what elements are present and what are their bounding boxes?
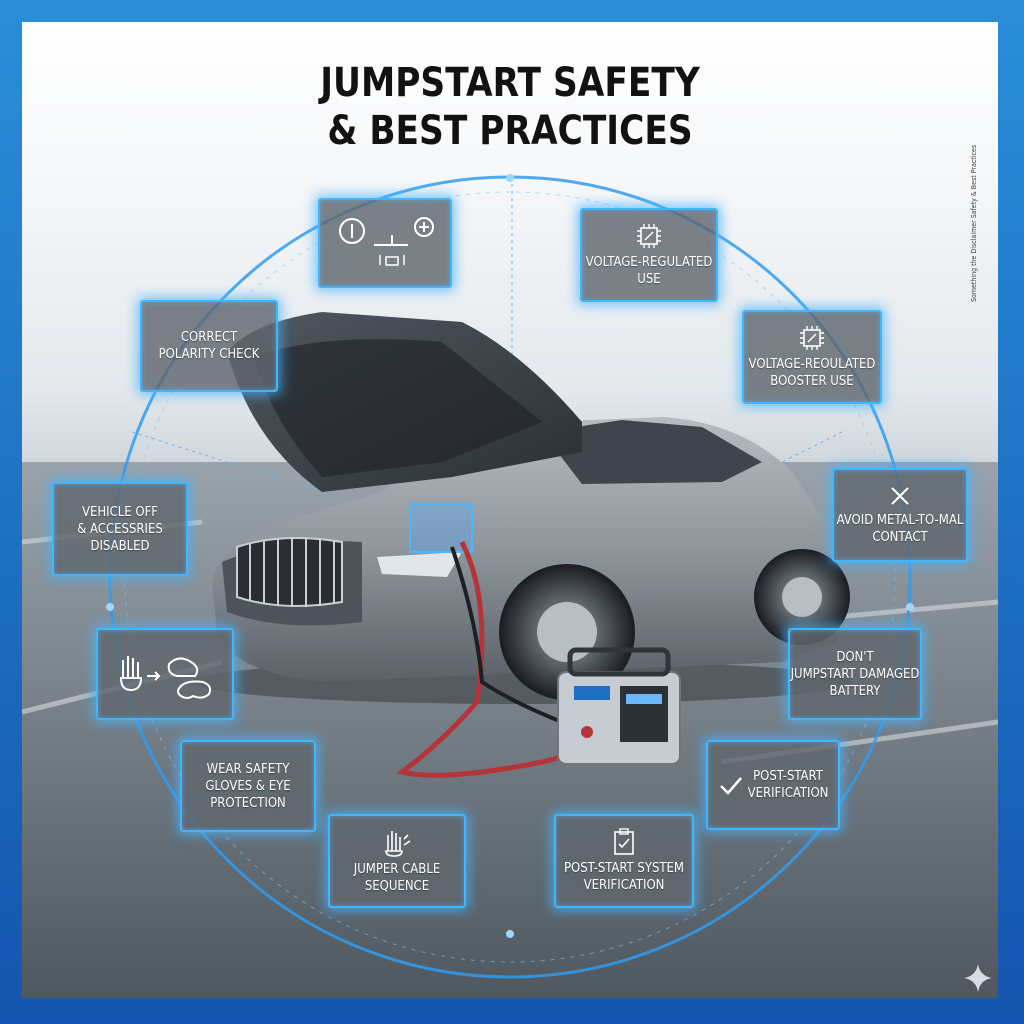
gloves-icon xyxy=(385,831,411,857)
card-wear-safety-gloves: Wear Safety Gloves & Eye Protection xyxy=(180,740,316,832)
card-jumper-cable-sequence: Jumper Cable Sequence xyxy=(328,814,466,908)
card-label: Post-Start Verification xyxy=(747,769,829,801)
title-line-1: JUMPSTART SAFETY xyxy=(320,60,700,106)
jump-starter-device xyxy=(557,647,681,765)
battery-highlight xyxy=(409,503,473,553)
card-post-start-system-verification: Post-Start System Verification xyxy=(554,814,694,908)
card-voltage-regulated-use: Voltage-Regulated Use xyxy=(580,208,718,302)
card-label: Voltage-Reoulated Booster Use xyxy=(748,357,876,389)
headlight xyxy=(377,552,462,577)
chip-icon xyxy=(800,326,824,350)
cross-icon xyxy=(891,487,909,505)
card-post-start-verification: Post-Start Verification xyxy=(706,740,840,830)
title-line-2: & BEST PRACTICES xyxy=(327,108,693,154)
car xyxy=(192,312,852,778)
card-label: Jumper Cable Sequence xyxy=(353,862,441,894)
sparkle-icon xyxy=(964,964,992,992)
jumper-cable xyxy=(396,540,604,778)
card-label: Correct Polarity Check xyxy=(158,330,260,362)
card-voltage-regulated-booster: Voltage-Reoulated Booster Use xyxy=(742,310,882,404)
polarity-terminals-icon xyxy=(339,217,434,266)
card-label: Post-Start System Verification xyxy=(563,861,685,893)
gloves-goggles-icon xyxy=(119,656,212,699)
card-label: Avoid Metal-to-Mal Contact xyxy=(836,513,964,545)
side-note: Something the Disclaimer Safety & Best P… xyxy=(970,144,978,302)
card-avoid-metal-contact: Avoid Metal-to-Mal Contact xyxy=(832,468,968,562)
card-label: Vehicle Off & Accessries Disabled xyxy=(77,504,163,554)
card-correct-polarity: Correct Polarity Check xyxy=(140,300,278,392)
checkmark-icon xyxy=(719,777,742,795)
card-label: Don't Jumpstart Damaged Battery xyxy=(790,649,920,699)
card-vehicle-off: Vehicle Off & Accessries Disabled xyxy=(52,482,188,576)
checklist-icon xyxy=(614,828,634,855)
card-damaged-battery: Don't Jumpstart Damaged Battery xyxy=(788,628,922,720)
card-label: Wear Safety Gloves & Eye Protection xyxy=(205,761,291,811)
infographic-panel: JUMPSTART SAFETY & BEST PRACTICES Someth… xyxy=(22,22,998,998)
chip-icon xyxy=(637,224,661,248)
card-label: Voltage-Regulated Use xyxy=(585,255,713,287)
card-polarity-icon xyxy=(318,198,452,288)
grille xyxy=(236,537,343,607)
card-gloves-goggles-icon xyxy=(96,628,234,720)
